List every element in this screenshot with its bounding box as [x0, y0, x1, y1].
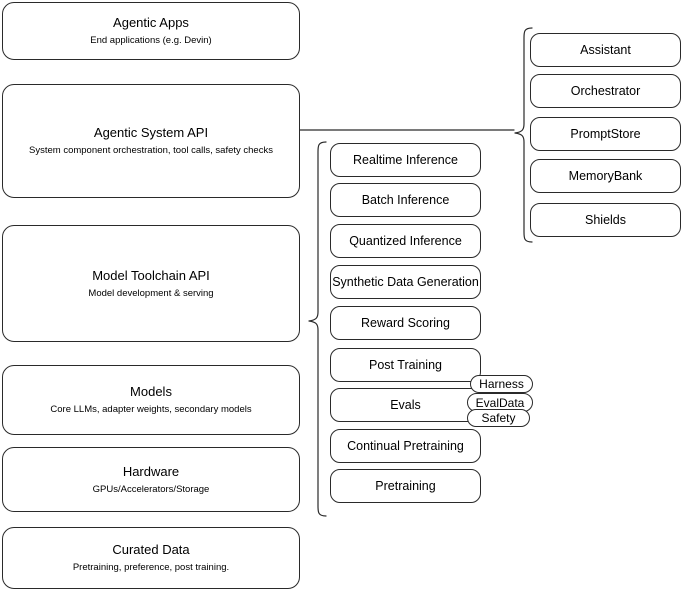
agentic-component-assistant[interactable]: Assistant	[530, 33, 681, 67]
connector-agentic-system-to-components	[299, 122, 522, 140]
layer-title: Model Toolchain API	[92, 267, 210, 283]
layer-title: Hardware	[122, 463, 180, 479]
layer-subtitle: Core LLMs, adapter weights, secondary mo…	[50, 404, 252, 415]
component-reward-scoring[interactable]: Reward Scoring	[330, 306, 481, 340]
agentic-component-promptstore[interactable]: PromptStore	[530, 117, 681, 151]
agentic-component-orchestrator[interactable]: Orchestrator	[530, 74, 681, 108]
layer-models[interactable]: Models Core LLMs, adapter weights, secon…	[2, 365, 300, 435]
agentic-component-shields[interactable]: Shields	[530, 203, 681, 237]
component-pretraining[interactable]: Pretraining	[330, 469, 481, 503]
eval-subcomponent-safety[interactable]: Safety	[467, 409, 530, 427]
layer-model-toolchain-api[interactable]: Model Toolchain API Model development & …	[2, 225, 300, 342]
layer-subtitle: Pretraining, preference, post training.	[72, 562, 230, 573]
layer-title: Models	[130, 384, 172, 399]
brace-model-toolchain-components	[306, 140, 328, 518]
layer-subtitle: Model development & serving	[88, 287, 214, 299]
component-evals[interactable]: Evals	[330, 388, 481, 422]
layer-hardware[interactable]: Hardware GPUs/Accelerators/Storage	[2, 447, 300, 512]
layer-title: Agentic System API	[93, 125, 209, 140]
component-quantized-inference[interactable]: Quantized Inference	[330, 224, 481, 258]
component-synthetic-data-generation[interactable]: Synthetic Data Generation	[330, 265, 481, 299]
layer-subtitle: GPUs/Accelerators/Storage	[92, 483, 210, 495]
layer-curated-data[interactable]: Curated Data Pretraining, preference, po…	[2, 527, 300, 589]
layer-subtitle: End applications (e.g. Devin)	[90, 35, 212, 46]
layer-title: Agentic Apps	[113, 15, 189, 30]
agentic-component-memorybank[interactable]: MemoryBank	[530, 159, 681, 193]
component-batch-inference[interactable]: Batch Inference	[330, 183, 481, 217]
component-continual-pretraining[interactable]: Continual Pretraining	[330, 429, 481, 463]
layer-title: Curated Data	[112, 542, 190, 557]
component-realtime-inference[interactable]: Realtime Inference	[330, 143, 481, 177]
component-post-training[interactable]: Post Training	[330, 348, 481, 382]
layer-agentic-apps[interactable]: Agentic Apps End applications (e.g. Devi…	[2, 2, 300, 60]
eval-subcomponent-harness[interactable]: Harness	[470, 375, 533, 393]
layer-agentic-system-api[interactable]: Agentic System API System component orch…	[2, 84, 300, 198]
layer-subtitle: System component orchestration, tool cal…	[29, 145, 273, 156]
